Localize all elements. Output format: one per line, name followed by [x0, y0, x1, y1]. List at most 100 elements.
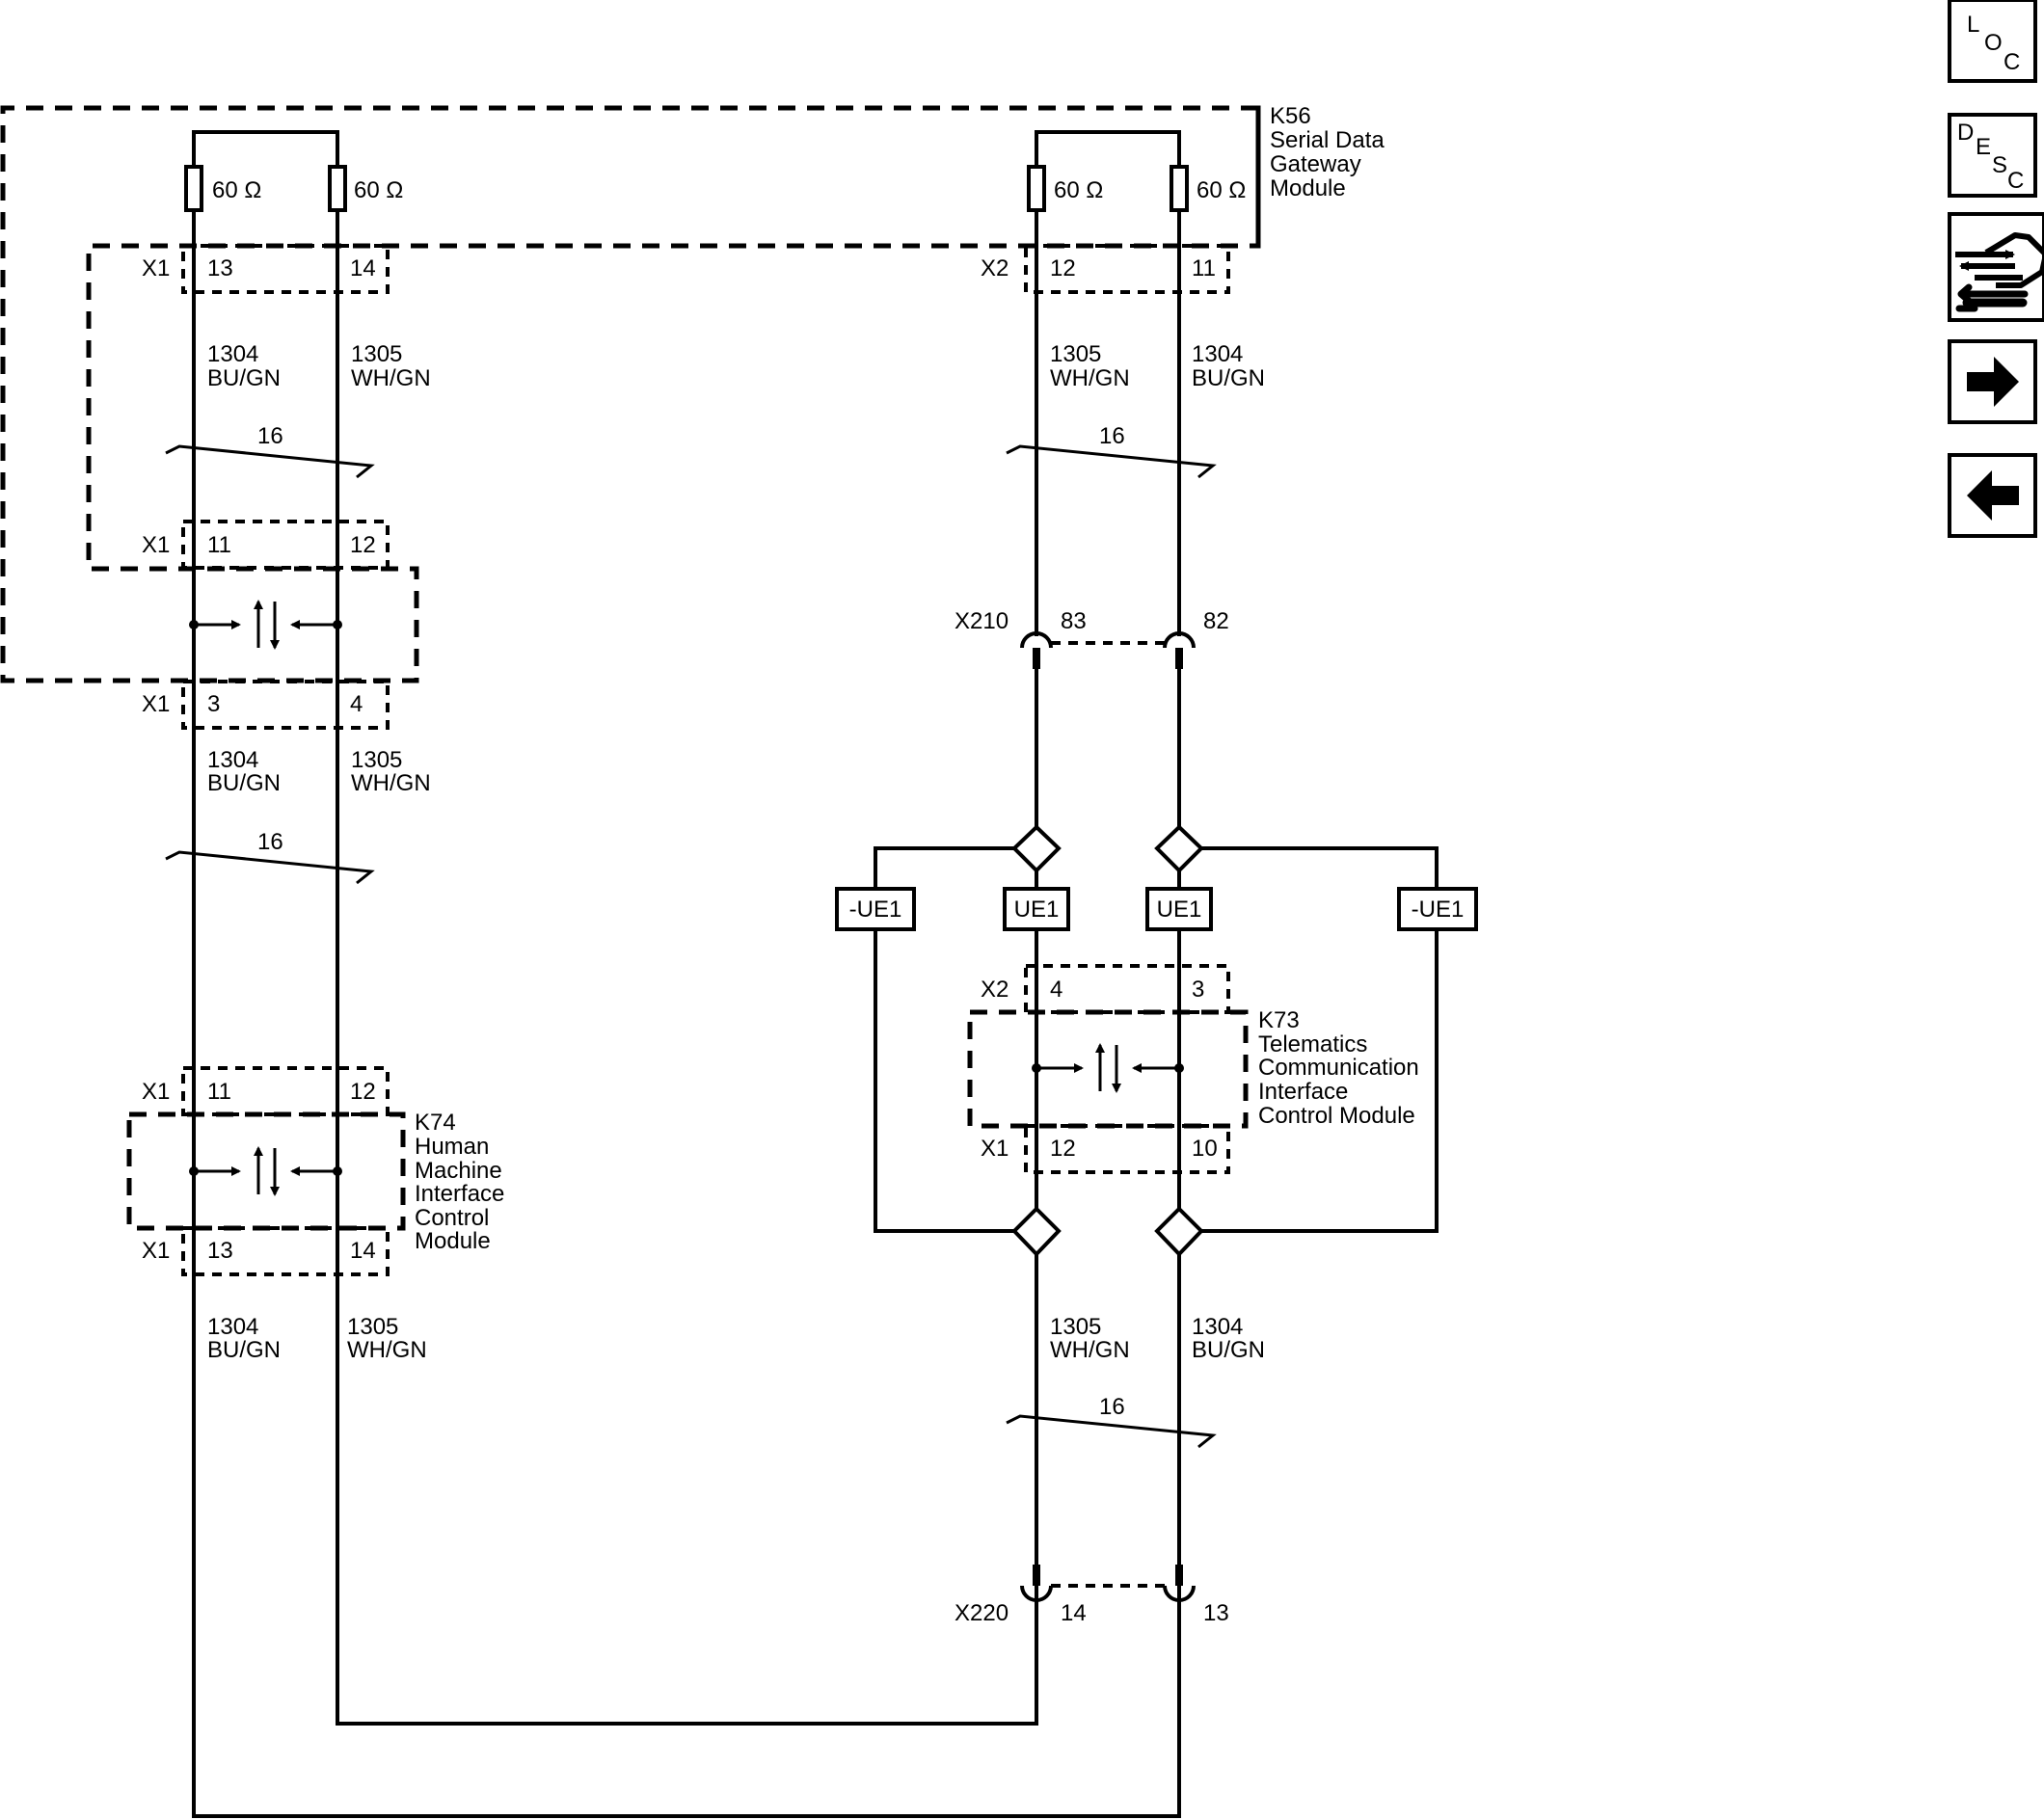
x210-connector-female-83	[1020, 631, 1053, 649]
previous-page-button[interactable]	[1948, 453, 2037, 538]
description-button[interactable]: D E S C	[1948, 113, 2037, 198]
resistor-left-2	[328, 165, 347, 212]
resistor-right-1	[1027, 165, 1046, 212]
k56-x1-connector-3-4	[181, 680, 390, 730]
resistor-right-2-label: 60 Ω	[1197, 177, 1246, 203]
x220-pin-13: 13	[1203, 1600, 1229, 1626]
x220-pin-13-male	[1175, 1565, 1183, 1586]
k56-module-name-1: Serial Data	[1270, 127, 1385, 153]
svg-text:UE1: UE1	[1014, 897, 1060, 923]
k56-module-name-2: Gateway	[1270, 151, 1361, 177]
k74-module-name-1: Human	[415, 1134, 489, 1160]
wire-label-1304-ur: 1304	[1192, 341, 1243, 367]
x220-connector-female-13	[1163, 1585, 1196, 1602]
wire-label-whgn-ll: WH/GN	[347, 1337, 427, 1363]
bypass-wire-right	[1201, 846, 1439, 1233]
svg-text:-UE1: -UE1	[1412, 897, 1465, 923]
k74-x1-pin-14: 14	[350, 1238, 376, 1264]
wire-label-1304-lr: 1304	[1192, 1314, 1243, 1340]
k56-right-termination-wire	[1035, 130, 1181, 170]
wire-label-whgn-lr: WH/GN	[1050, 1337, 1130, 1363]
twisted-pair-mark-ur	[1006, 444, 1217, 479]
svg-text:C: C	[2004, 49, 2020, 75]
x220-connector-female-14	[1020, 1585, 1053, 1602]
splice-1304-lower	[1154, 1206, 1204, 1257]
k74-module-name-5: Module	[415, 1228, 491, 1254]
k56-x2-pin-12: 12	[1050, 255, 1076, 281]
k74-x1-label-top: X1	[142, 1079, 170, 1105]
k73-x1-label: X1	[981, 1136, 1009, 1162]
arrow-right-icon	[1967, 357, 2019, 407]
wire-label-1305-ur: 1305	[1050, 341, 1101, 367]
k73-x2-pin-3: 3	[1192, 977, 1204, 1003]
k74-x1-label-bottom: X1	[142, 1238, 170, 1264]
wire-label-1304-ul: 1304	[207, 341, 258, 367]
k56-x2-connector-12-11	[1024, 244, 1230, 294]
twisted-pair-mark-lr	[1006, 1414, 1217, 1449]
next-page-button[interactable]	[1948, 339, 2037, 424]
k73-data-transceiver-icon	[1032, 1043, 1184, 1093]
k73-module-name-1: Telematics	[1258, 1031, 1367, 1057]
wire-label-bugn-lr: BU/GN	[1192, 1337, 1265, 1363]
k56-left-termination-wire	[192, 130, 339, 170]
k56-module-outline	[0, 105, 1261, 683]
wire-label-1304-ml: 1304	[207, 747, 258, 773]
twisted-pair-size-lr: 16	[1099, 1394, 1125, 1420]
k56-x2-pin-11: 11	[1192, 255, 1216, 281]
svg-text:S: S	[1992, 152, 2007, 178]
k74-module-name-4: Control	[415, 1205, 489, 1231]
resistor-right-1-label: 60 Ω	[1054, 177, 1103, 203]
wire-label-1305-ul: 1305	[351, 341, 402, 367]
k74-module-name-3: Interface	[415, 1181, 504, 1207]
k56-x1-pin-12: 12	[350, 532, 376, 558]
hand-wrench-icon	[1955, 232, 2044, 312]
wire-1304-left	[192, 210, 1181, 1818]
location-button[interactable]: L O C	[1948, 0, 2037, 83]
x210-pin-83: 83	[1061, 608, 1087, 634]
k73-x2-pin-4: 4	[1050, 977, 1062, 1003]
x210-pin-82-male	[1175, 648, 1183, 669]
k74-module-name-2: Machine	[415, 1158, 502, 1184]
k74-x1-pin-13: 13	[207, 1238, 233, 1264]
resistor-left-2-label: 60 Ω	[354, 177, 403, 203]
svg-text:L: L	[1967, 12, 1979, 38]
x220-label: X220	[955, 1600, 1009, 1626]
wire-label-1305-ll: 1305	[347, 1314, 398, 1340]
k56-module-id: K56	[1270, 103, 1311, 129]
splice-1304-upper	[1154, 824, 1204, 873]
wire-label-bugn-ml: BU/GN	[207, 770, 281, 796]
k73-x2-label: X2	[981, 977, 1009, 1003]
option-tag-ue1-right: UE1	[1145, 887, 1213, 931]
wire-label-whgn-ml: WH/GN	[351, 770, 431, 796]
k73-module-name-3: Interface	[1258, 1079, 1348, 1105]
k73-x1-connector	[1024, 1124, 1230, 1174]
k56-module-name-3: Module	[1270, 175, 1346, 201]
resistor-right-2	[1170, 165, 1189, 212]
k73-x1-pin-12: 12	[1050, 1136, 1076, 1162]
option-tag-not-ue1-left: -UE1	[835, 887, 916, 931]
wire-label-bugn-ll: BU/GN	[207, 1337, 281, 1363]
twisted-pair-size-ur: 16	[1099, 423, 1125, 449]
wire-label-1305-lr: 1305	[1050, 1314, 1101, 1340]
k74-data-transceiver-icon	[189, 1146, 342, 1196]
k56-x1-connector-11-12	[181, 520, 390, 570]
wire-label-1305-ml: 1305	[351, 747, 402, 773]
svg-text:O: O	[1984, 30, 2003, 56]
arrow-left-icon	[1967, 470, 2019, 521]
svg-text:E: E	[1976, 134, 1991, 160]
k74-x1-pin-11: 11	[207, 1079, 231, 1105]
k56-data-transceiver-icon	[189, 600, 342, 650]
wire-label-whgn-ul: WH/GN	[351, 365, 431, 391]
k73-module-name-4: Control Module	[1258, 1103, 1415, 1129]
k56-x2-label: X2	[981, 255, 1009, 281]
k56-x1-connector-13-14	[181, 244, 390, 294]
connector-tool-button[interactable]	[1948, 212, 2044, 322]
k74-x1-pin-12: 12	[350, 1079, 376, 1105]
x210-label: X210	[955, 608, 1009, 634]
k73-module-name-2: Communication	[1258, 1055, 1419, 1081]
k56-x1-pin-11: 11	[207, 532, 231, 558]
twisted-pair-mark-ul	[165, 444, 375, 479]
svg-text:C: C	[2007, 168, 2024, 194]
wire-label-bugn-ur: BU/GN	[1192, 365, 1265, 391]
twisted-pair-size-ul: 16	[257, 423, 283, 449]
